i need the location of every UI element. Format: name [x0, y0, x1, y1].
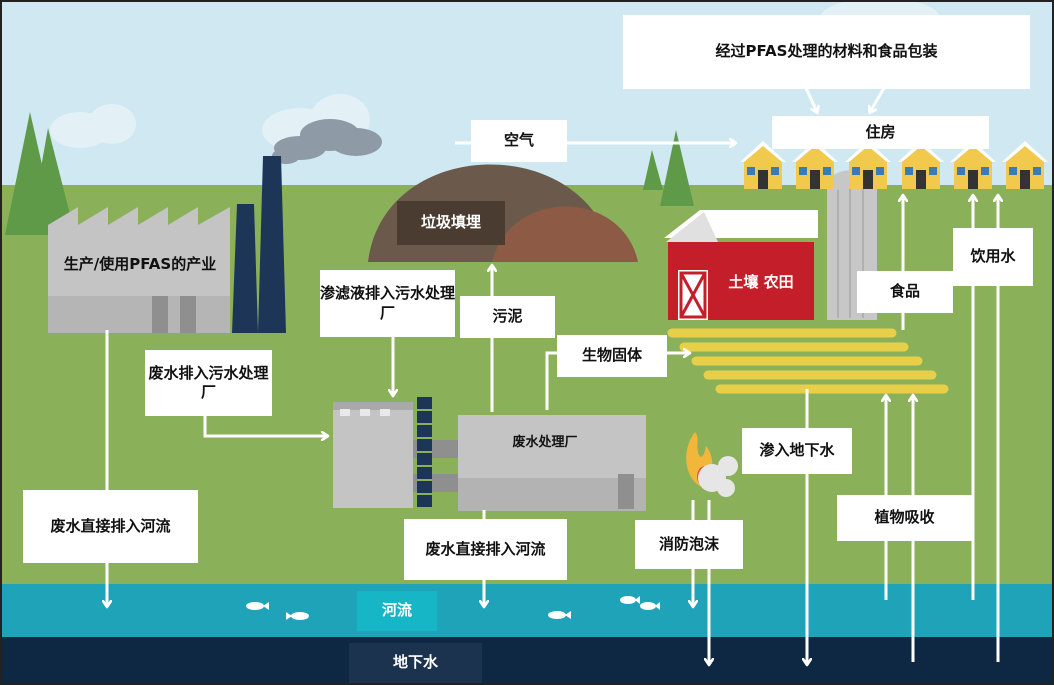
landfill-label: 垃圾填埋 — [397, 201, 505, 245]
arrow-packaging-right — [870, 87, 886, 112]
biosolids-label: 生物固体 — [557, 335, 667, 377]
direct-river-center-label: 废水直接排入河流 — [404, 519, 567, 580]
packaging-label: 经过PFAS处理的材料和食品包装 — [623, 15, 1030, 89]
groundwater-label: 地下水 — [349, 643, 482, 683]
leachate-label: 渗滤液排入污水处理厂 — [320, 270, 455, 337]
treatment-plant — [333, 397, 646, 511]
firefighting-foam-label: 消防泡沫 — [635, 520, 743, 569]
wastewater-to-plant-label: 废水排入污水处理厂 — [145, 350, 272, 416]
fish — [246, 596, 660, 620]
drinking-water-label: 饮用水 — [953, 228, 1033, 286]
houses — [740, 141, 1048, 189]
fire-smoke — [698, 456, 738, 497]
sludge-label: 污泥 — [460, 296, 555, 338]
chimneys — [232, 156, 286, 333]
industry-label: 生产/使用PFAS的产业 — [63, 255, 217, 274]
soil-farm-label: 土壤 农田 — [713, 262, 809, 304]
field-stripes — [667, 328, 949, 394]
seep-groundwater-label: 渗入地下水 — [742, 428, 852, 474]
housing-label: 住房 — [772, 116, 989, 149]
plant-uptake-label: 植物吸收 — [837, 495, 972, 541]
factory-building — [48, 207, 230, 333]
river-band — [0, 584, 1054, 637]
air-label: 空气 — [471, 120, 567, 162]
groundwater-band — [0, 637, 1054, 685]
direct-river-left-label: 废水直接排入河流 — [23, 490, 198, 563]
trees — [5, 112, 694, 235]
arrow-packaging-left — [804, 87, 817, 112]
river-label: 河流 — [357, 591, 437, 631]
treatment-plant-label: 废水处理厂 — [512, 434, 578, 450]
landfill-mound-small — [492, 206, 638, 262]
food-label: 食品 — [857, 271, 953, 313]
